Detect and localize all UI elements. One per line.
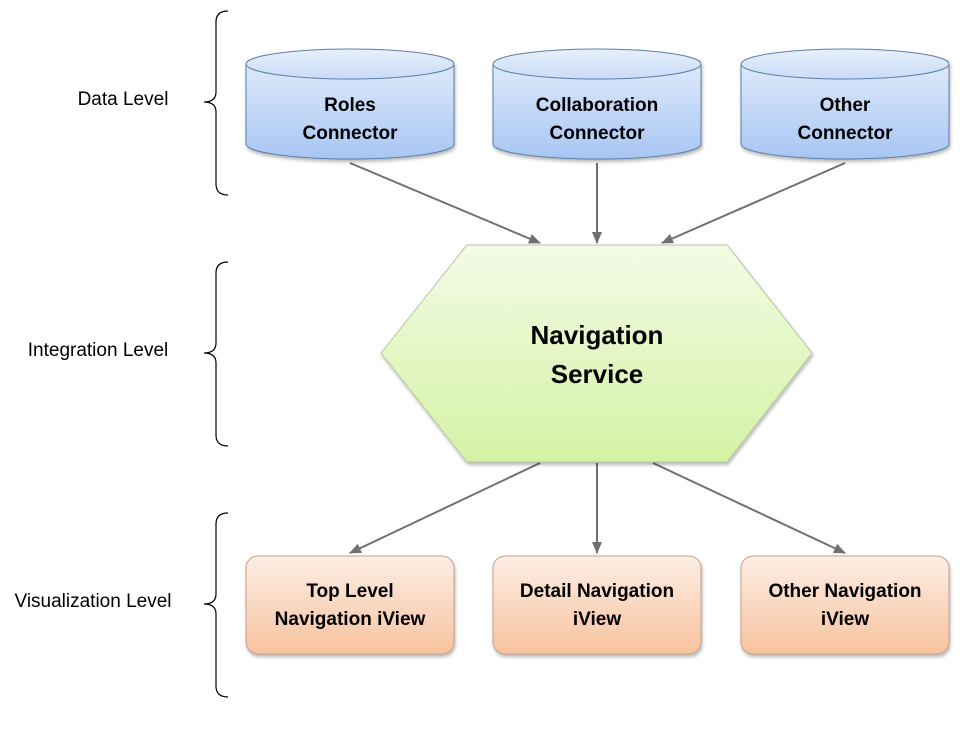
arrow-roles-to-service bbox=[349, 162, 541, 244]
roles-connector[interactable]: Roles Connector bbox=[245, 48, 455, 160]
roles-connector-line2: Connector bbox=[303, 123, 399, 144]
arrow-service-to-top-level-view bbox=[349, 462, 541, 554]
label-data-level: Data Level bbox=[78, 89, 169, 110]
detail-view-line1: Detail Navigation bbox=[520, 581, 674, 602]
collaboration-connector-line2: Connector bbox=[550, 123, 646, 144]
collaboration-connector-line1: Collaboration bbox=[536, 95, 658, 116]
other-connector-line2: Connector bbox=[798, 123, 894, 144]
other-view-line2: iView bbox=[821, 609, 869, 630]
top-level-view-line1: Top Level bbox=[306, 581, 393, 602]
detail-view-line2: iView bbox=[573, 609, 621, 630]
bracket-visualization-level bbox=[203, 512, 229, 698]
arrows-out-of-service bbox=[349, 462, 846, 554]
collaboration-connector[interactable]: Collaboration Connector bbox=[492, 48, 702, 160]
label-visualization-level: Visualization Level bbox=[14, 591, 171, 612]
label-integration-level: Integration Level bbox=[28, 340, 169, 361]
other-connector-line1: Other bbox=[820, 95, 871, 116]
navigation-service[interactable]: Navigation Service bbox=[380, 244, 813, 463]
top-level-navigation-iview[interactable]: Top Level Navigation iView bbox=[245, 555, 455, 655]
bracket-data-level bbox=[203, 10, 229, 196]
bracket-integration-level bbox=[203, 261, 229, 447]
arrow-other-connector-to-service bbox=[661, 162, 846, 244]
arrows-into-service bbox=[349, 162, 846, 244]
other-view-line1: Other Navigation bbox=[768, 581, 921, 602]
detail-navigation-iview[interactable]: Detail Navigation iView bbox=[492, 555, 702, 655]
other-connector[interactable]: Other Connector bbox=[740, 48, 950, 160]
other-navigation-iview[interactable]: Other Navigation iView bbox=[740, 555, 950, 655]
navigation-service-line1: Navigation bbox=[531, 320, 664, 350]
roles-connector-line1: Roles bbox=[324, 95, 376, 116]
navigation-service-line2: Service bbox=[551, 359, 644, 389]
top-level-view-line2: Navigation iView bbox=[275, 609, 426, 630]
arrow-service-to-other-view bbox=[652, 462, 846, 554]
